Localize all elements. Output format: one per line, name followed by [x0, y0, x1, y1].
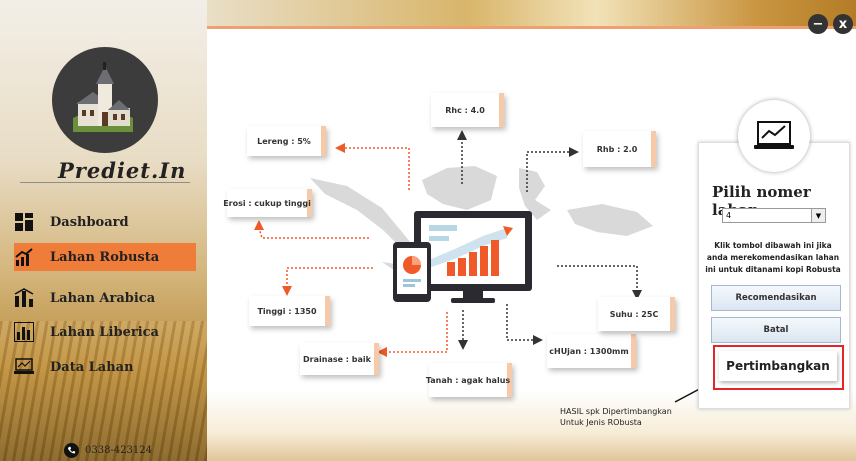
- consider-button[interactable]: Pertimbangkan: [719, 351, 837, 381]
- phone-contact: 0338-423124: [64, 443, 152, 458]
- monitor-icon-circle: [738, 100, 810, 172]
- nav-lahan-liberica[interactable]: Lahan Liberica: [14, 318, 196, 346]
- nav-data-lahan[interactable]: Data Lahan: [14, 353, 196, 381]
- param-card-rhb: Rhb : 2.0: [583, 131, 656, 167]
- chevron-down-icon[interactable]: ▼: [811, 209, 825, 222]
- nav-dashboard[interactable]: Dashboard: [14, 208, 196, 236]
- divider: [20, 182, 190, 183]
- bar-chart-framed-icon: [14, 322, 34, 342]
- diagram-illustration: [254, 130, 712, 403]
- help-text: Klik tombol dibawah ini jika anda mereko…: [705, 241, 841, 274]
- brand-name: Prediet.In: [58, 158, 187, 183]
- param-card-suhu: Suhu : 25C: [598, 297, 675, 331]
- sidebar: Prediet.In Dashboard Lahan Robusta Lahan…: [0, 0, 207, 461]
- close-button[interactable]: x: [833, 14, 853, 34]
- nav-label: Lahan Robusta: [50, 249, 160, 265]
- bar-chart-icon: [14, 288, 34, 308]
- recommend-button[interactable]: Recomendasikan: [711, 285, 841, 311]
- church-logo-icon: [73, 62, 133, 132]
- nav-label: Lahan Arabica: [50, 290, 156, 306]
- nav-label: Dashboard: [50, 214, 129, 230]
- wheat-header: [207, 0, 856, 26]
- chart-up-icon: [14, 247, 34, 267]
- wheat-background: [0, 321, 207, 461]
- header-accent-bar: [207, 26, 856, 29]
- result-note-line1: HASIL spk Dipertimbangkan: [560, 407, 672, 416]
- laptop-chart-icon: [14, 357, 34, 377]
- main-content: − x: [207, 0, 856, 461]
- param-card-tinggi: Tinggi : 1350: [249, 296, 330, 326]
- cancel-button[interactable]: Batal: [711, 317, 841, 343]
- nav-lahan-arabica[interactable]: Lahan Arabica: [14, 284, 196, 312]
- nav-lahan-robusta[interactable]: Lahan Robusta: [14, 243, 196, 271]
- result-note-line2: Untuk Jenis RObusta: [560, 418, 642, 427]
- nav-label: Lahan Liberica: [50, 324, 159, 340]
- nav-label: Data Lahan: [50, 359, 134, 375]
- lahan-select[interactable]: 4 ▼: [722, 208, 826, 223]
- minimize-button[interactable]: −: [808, 14, 828, 34]
- param-card-rhc: Rhc : 4.0: [431, 93, 504, 127]
- monitor-chart-icon: [754, 121, 794, 149]
- param-card-drainase: Drainase : baik: [300, 343, 379, 375]
- param-card-tanah: Tanah : agak halus: [426, 363, 512, 397]
- dashboard-grid-icon: [14, 212, 34, 232]
- param-card-chujan: cHUjan : 1300mm: [547, 334, 636, 368]
- param-card-lereng: Lereng : 5%: [247, 126, 326, 156]
- lahan-select-value: 4: [726, 211, 732, 220]
- result-note: HASIL spk Dipertimbangkan Untuk Jenis RO…: [560, 406, 672, 428]
- phone-icon: [64, 443, 79, 458]
- phone-number: 0338-423124: [85, 445, 153, 456]
- param-card-erosi: Erosi : cukup tinggi: [223, 189, 312, 217]
